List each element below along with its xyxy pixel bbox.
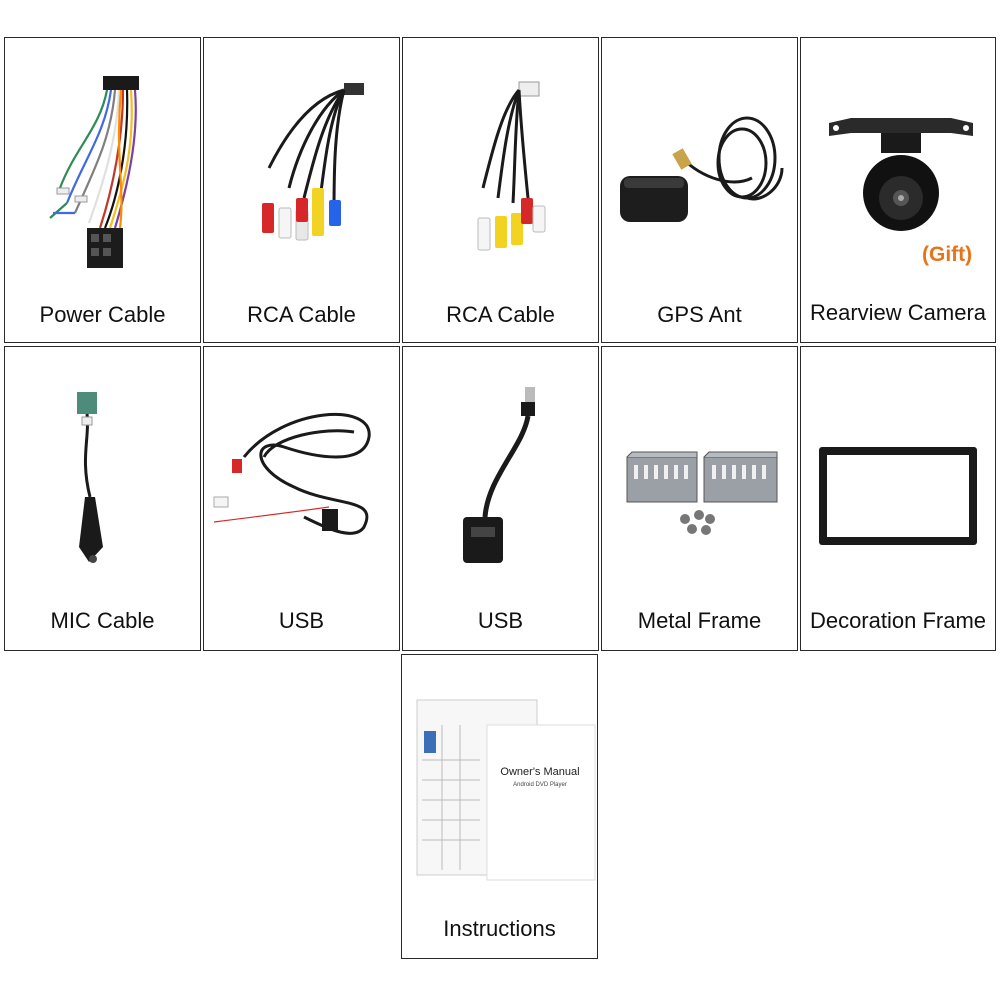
rearview-camera-icon bbox=[829, 118, 973, 231]
rca-cable-icon bbox=[477, 81, 546, 251]
manual-title: Owner's Manual bbox=[500, 766, 579, 778]
decoration-frame-icon bbox=[819, 447, 977, 545]
mic-cable-icon bbox=[77, 392, 103, 563]
item-instructions: Owner's Manual Android DVD Player Instru… bbox=[401, 654, 598, 959]
item-label: RCA Cable bbox=[446, 302, 555, 327]
usb-cable-icon bbox=[213, 412, 371, 535]
item-label: Instructions bbox=[443, 916, 556, 941]
item-decoration-frame: Decoration Frame bbox=[800, 346, 996, 651]
item-usb-cable-2: USB bbox=[402, 346, 599, 651]
item-rearview-camera: (Gift) Rearview Camera bbox=[800, 37, 996, 343]
usb-cable-icon bbox=[463, 387, 535, 563]
gps-antenna-icon bbox=[620, 116, 784, 222]
item-label: Power Cable bbox=[39, 302, 166, 327]
item-label: Metal Frame bbox=[637, 608, 762, 633]
item-label: Rearview Camera bbox=[809, 300, 987, 325]
metal-frame-icon bbox=[626, 451, 778, 535]
power-cable-icon bbox=[49, 76, 139, 268]
item-label: Decoration Frame bbox=[809, 608, 987, 633]
gift-badge: (Gift) bbox=[922, 243, 973, 266]
rca-cable-icon bbox=[262, 83, 364, 241]
manual-icon: Owner's Manual Android DVD Player bbox=[416, 699, 596, 881]
item-mic-cable: MIC Cable bbox=[4, 346, 201, 651]
item-power-cable: Power Cable bbox=[4, 37, 201, 343]
item-rca-cable-1: RCA Cable bbox=[203, 37, 400, 343]
item-gps-antenna: GPS Ant bbox=[601, 37, 798, 343]
item-usb-cable-1: USB bbox=[203, 346, 400, 651]
item-label: USB bbox=[278, 608, 325, 633]
item-label: USB bbox=[477, 608, 524, 633]
item-label: GPS Ant bbox=[657, 302, 742, 327]
item-label: MIC Cable bbox=[50, 608, 155, 633]
manual-subtitle: Android DVD Player bbox=[513, 782, 567, 788]
item-rca-cable-2: RCA Cable bbox=[402, 37, 599, 343]
item-label: RCA Cable bbox=[247, 302, 356, 327]
item-metal-frame: Metal Frame bbox=[601, 346, 798, 651]
